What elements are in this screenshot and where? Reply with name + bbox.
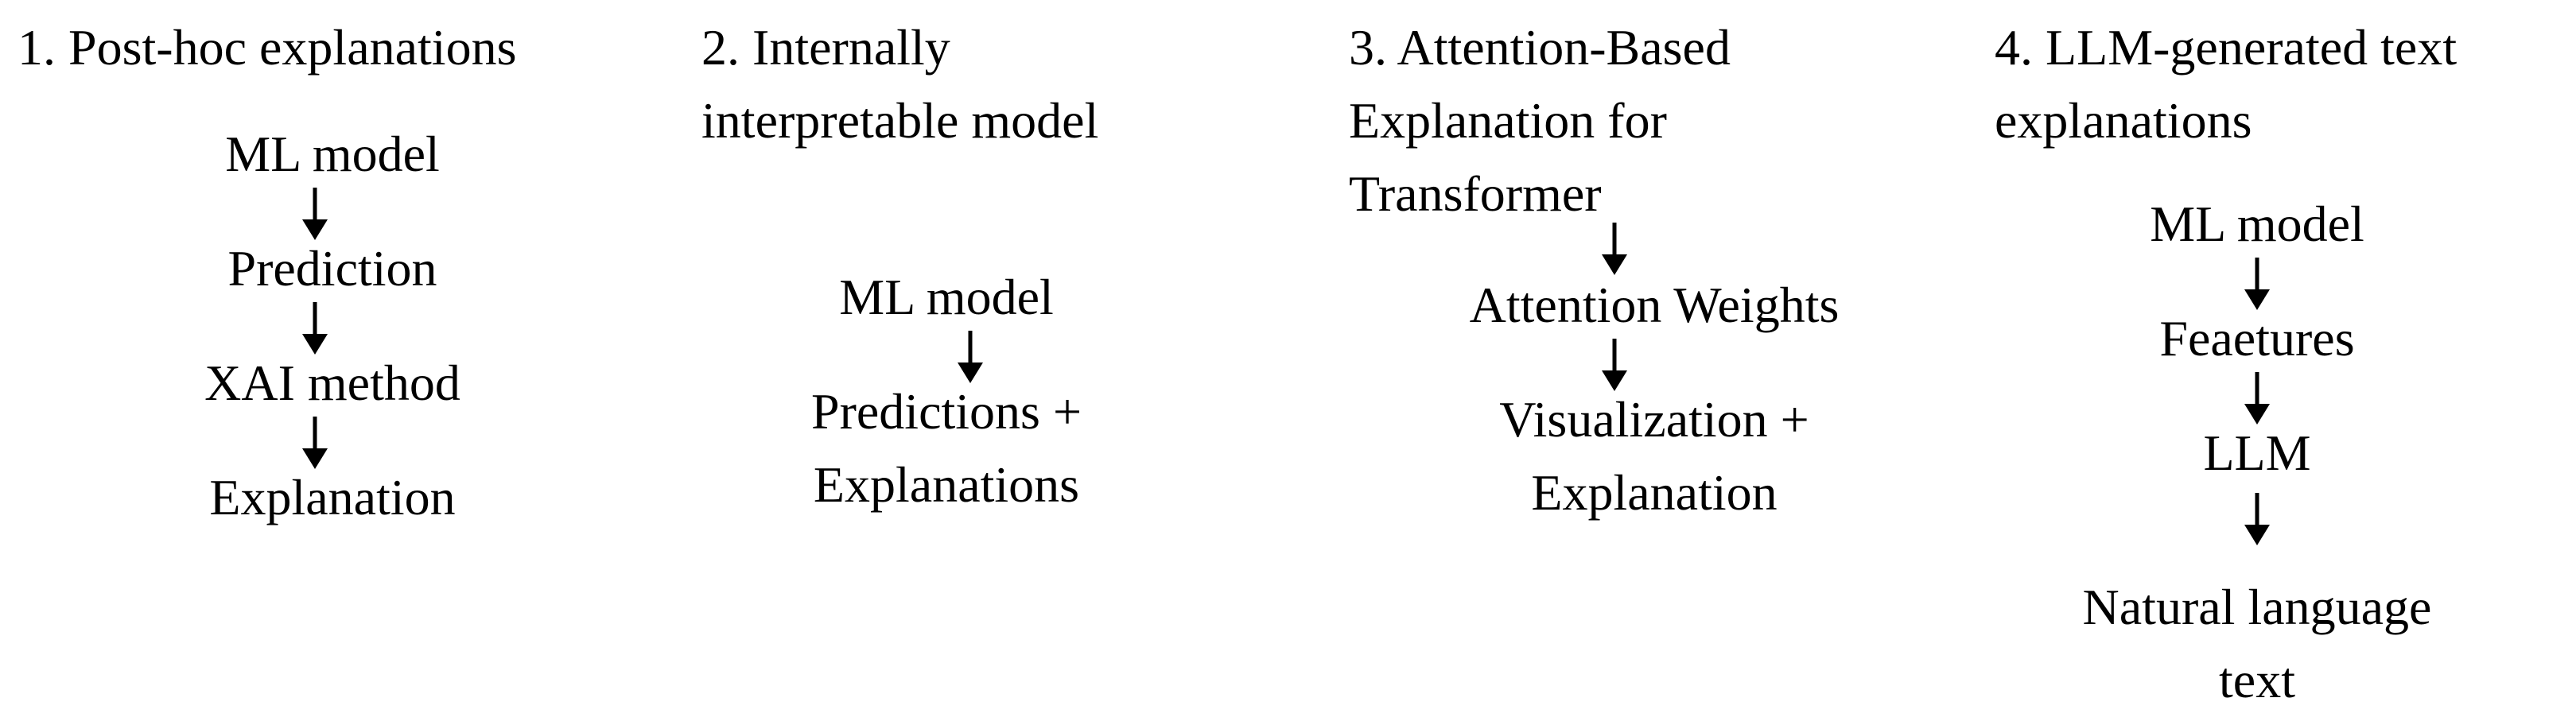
flow-arrow (954, 329, 986, 385)
flow-arrow (2241, 370, 2273, 426)
node-label: text (2219, 652, 2295, 708)
node-predictions-explanations: Predictions + Explanations (589, 375, 1304, 521)
flow-arrow (1599, 337, 1630, 393)
node-xai-method: XAI method (0, 347, 690, 420)
node-label: ML model (2150, 196, 2364, 252)
node-visualization-explanation: Visualization + Explanation (1296, 383, 2012, 529)
node-label: Natural language (2082, 579, 2432, 635)
flow-arrow (299, 300, 331, 356)
panel-title: 2. Internally interpretable model (701, 11, 1098, 157)
node-prediction: Prediction (0, 232, 690, 305)
node-label: Visualization + (1499, 391, 1809, 448)
panel-llm-generated: 4. LLM-generated text explanations ML mo… (1995, 0, 2576, 725)
flow-arrow (299, 415, 331, 471)
panel-title-line: Explanation for (1349, 92, 1667, 149)
node-label: Attention Weights (1469, 277, 1840, 333)
panel-title-line: 4. LLM-generated text (1995, 19, 2457, 76)
node-label: LLM (2203, 425, 2311, 481)
panel-attention-based: 3. Attention-Based Explanation for Trans… (1349, 0, 1985, 725)
node-label: ML model (225, 126, 440, 182)
node-label: Explanation (1531, 464, 1778, 521)
panel-internally-interpretable: 2. Internally interpretable model ML mod… (701, 0, 1322, 725)
node-label: XAI method (204, 355, 460, 411)
flow-arrow (2241, 491, 2273, 547)
flow-arrow (2241, 256, 2273, 312)
node-ml-model: ML model (1899, 188, 2576, 261)
node-label: Explanations (813, 456, 1080, 513)
node-label: Explanation (209, 469, 456, 525)
panel-title-line: 3. Attention-Based (1349, 19, 1731, 76)
node-label: Prediction (227, 240, 437, 297)
panel-post-hoc: 1. Post-hoc explanations ML model Predic… (17, 0, 654, 725)
node-ml-model: ML model (589, 261, 1304, 334)
panel-title-line: 1. Post-hoc explanations (17, 19, 517, 76)
panel-title: 3. Attention-Based Explanation for Trans… (1349, 11, 1731, 231)
panel-title: 4. LLM-generated text explanations (1995, 11, 2457, 157)
flow-arrow (299, 186, 331, 242)
flow-arrow (1599, 221, 1630, 277)
node-llm: LLM (1899, 417, 2576, 490)
panel-title-line: interpretable model (701, 92, 1099, 149)
node-label: Predictions + (810, 383, 1082, 440)
panel-title: 1. Post-hoc explanations (17, 11, 516, 84)
node-features: Feaetures (1899, 302, 2576, 375)
node-label: Feaetures (2159, 310, 2355, 366)
node-explanation: Explanation (0, 461, 690, 534)
panel-title-line: 2. Internally (701, 19, 950, 76)
panel-title-line: explanations (1995, 92, 2252, 149)
node-attention-weights: Attention Weights (1296, 269, 2012, 342)
node-ml-model: ML model (0, 118, 690, 191)
panel-title-line: Transformer (1349, 165, 1602, 222)
node-label: ML model (839, 269, 1054, 325)
node-natural-language-text: Natural language text (1899, 571, 2576, 717)
